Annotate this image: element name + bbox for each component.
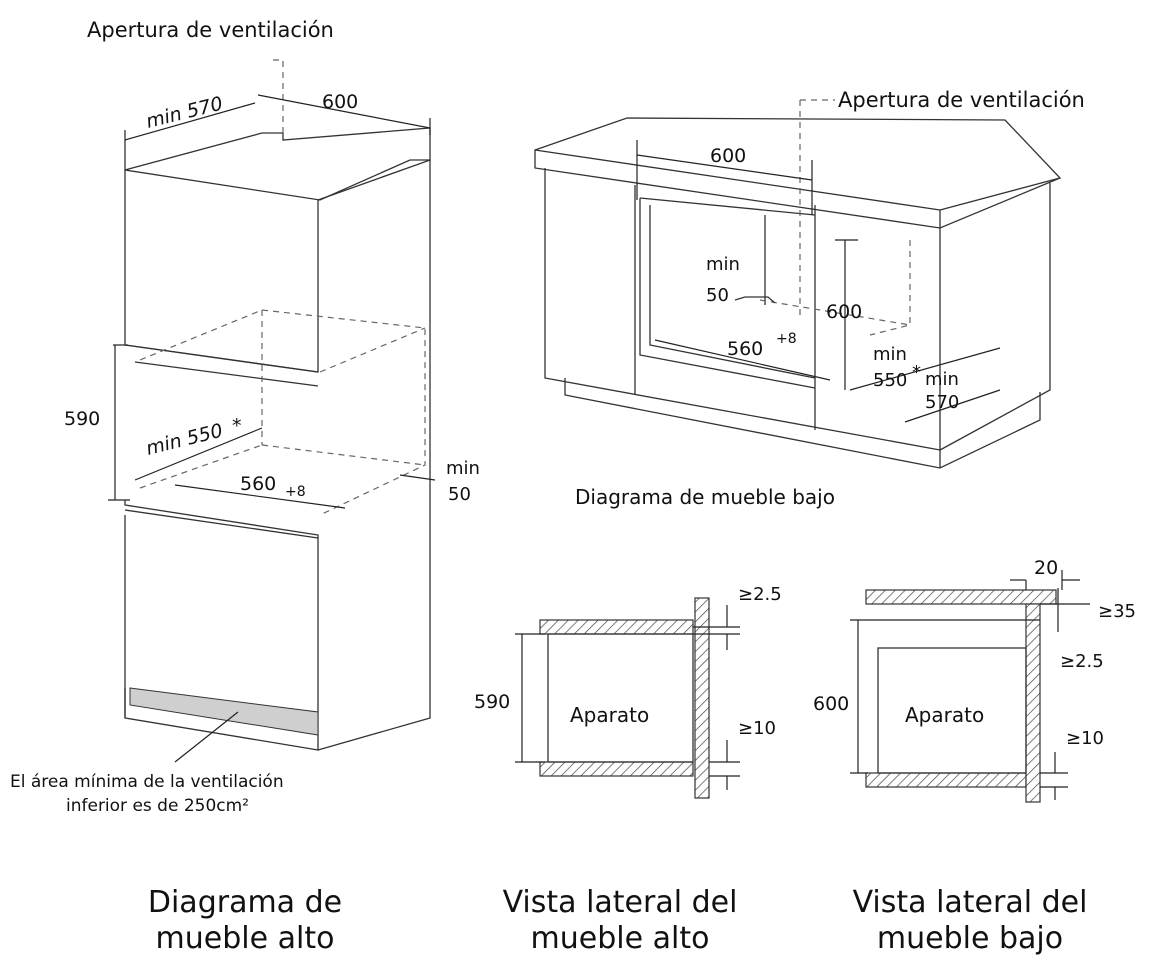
caption-side-base-line2: mueble bajo [877,921,1063,956]
dim-min570-tall: min 570 [144,93,225,133]
dim-min-base: min [706,254,740,275]
dim-560-base: 560 [727,338,763,360]
dim-550-base: 550 [873,370,907,391]
caption-tall-line2: mueble alto [156,921,335,956]
dim-min-tall: min [446,458,480,479]
side-tall-appliance: Aparato [570,703,649,727]
dim-570-base: 570 [925,392,959,413]
side-tall-height: 590 [474,691,510,713]
dim-min-a-base: min [873,344,907,365]
side-view-tall [515,597,740,799]
dim-600-base-top: 600 [710,145,746,167]
side-base-height: 600 [813,693,849,715]
dim-50-base: 50 [706,285,729,306]
dim-560-tol-base: +8 [776,331,797,347]
dim-560-tol-tall: +8 [285,484,306,500]
dim-600-tall: 600 [322,91,358,113]
dim-590-tall: 590 [64,408,100,430]
caption-side-base-line1: Vista lateral del [853,885,1088,920]
vent-label-base: Apertura de ventilación [838,88,1085,112]
side-base-gap-35: ≥35 [1098,601,1136,622]
caption-side-tall-line1: Vista lateral del [503,885,738,920]
side-tall-gap-bottom: ≥10 [738,718,776,739]
dim-star-base: * [912,362,921,383]
vent-note-line2: inferior es de 250cm² [66,796,249,816]
dim-min-b-base: min [925,369,959,390]
side-base-gap-bottom: ≥10 [1066,728,1104,749]
dim-50-tall: 50 [448,484,471,505]
side-base-gap-25: ≥2.5 [1060,651,1104,672]
side-tall-gap-top: ≥2.5 [738,584,782,605]
caption-side-tall-line2: mueble alto [531,921,710,956]
dim-star-tall: * [232,415,242,437]
caption-tall-line1: Diagrama de [148,885,342,920]
vent-note-line1: El área mínima de la ventilación [10,772,284,792]
side-base-appliance: Aparato [905,703,984,727]
side-base-gap-20: 20 [1034,557,1058,579]
base-cabinet-caption: Diagrama de mueble bajo [575,485,835,509]
dim-min550-tall: min 550 [144,420,225,460]
vent-label-tall: Apertura de ventilación [87,18,334,42]
base-cabinet-diagram [534,99,1062,469]
side-view-base [850,570,1090,803]
tall-cabinet-diagram [108,59,436,763]
dim-600-base-height: 600 [826,301,862,323]
dim-560-tall: 560 [240,473,276,495]
